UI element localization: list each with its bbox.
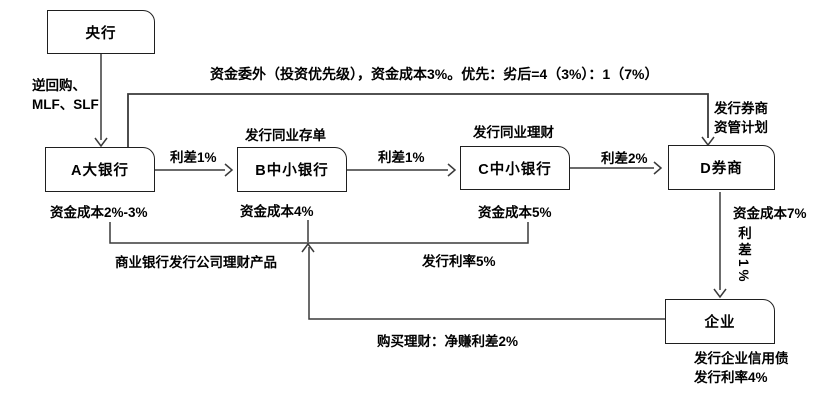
edge-bank-c-to-broker-d (570, 161, 663, 175)
label-cost-b: 资金成本4% (240, 204, 314, 219)
edge-bank-a-entrust-to-broker-d (127, 93, 715, 147)
node-bank-c-label: C中小银行 (478, 161, 552, 178)
label-broker-plan-line1: 发行券商 (714, 101, 768, 116)
node-bank-b-label: B中小银行 (255, 163, 329, 179)
label-corp-bond-line1: 发行企业信用债 (694, 351, 789, 366)
label-broker-plan: 发行券商 资管计划 (714, 99, 768, 137)
label-cost-d: 资金成本7% (733, 206, 807, 221)
label-corp-bond-line2: 发行利率4% (694, 370, 768, 385)
label-spread-ab: 利差1% (170, 150, 217, 165)
edge-central-bank-to-bank-a (94, 54, 108, 148)
node-central-bank-label: 央行 (85, 25, 117, 42)
edge-broker-d-to-enterprise (713, 192, 727, 299)
label-issue-interbank-wmp: 发行同业理财 (473, 125, 554, 140)
label-buy-wmp: 购买理财：净赚利差2% (377, 334, 519, 349)
node-bank-a: A大银行 (45, 147, 155, 192)
label-corp-bond: 发行企业信用债 发行利率4% (694, 349, 789, 387)
label-spread-cd: 利差2% (601, 151, 648, 166)
node-broker-d: D券商 (668, 145, 775, 190)
edge-enterprise-to-bank-b (301, 242, 665, 320)
label-pboc-tools: 逆回购、 MLF、SLF (32, 76, 99, 114)
label-cost-c: 资金成本5% (478, 205, 552, 220)
node-enterprise: 企业 (665, 299, 775, 344)
edge-cost-rail-a-to-c (109, 222, 529, 244)
node-bank-b: B中小银行 (237, 147, 347, 192)
node-broker-d-label: D券商 (700, 161, 743, 177)
label-broker-plan-line2: 资管计划 (714, 120, 768, 135)
label-corp-wmp-issue: 商业银行发行公司理财产品 (115, 255, 277, 270)
label-cost-a: 资金成本2%-3% (50, 205, 148, 220)
edge-bank-b-to-bank-c (347, 163, 457, 177)
edge-bank-a-to-bank-b (155, 163, 234, 177)
label-spread-d-enterprise: 利差1% (736, 226, 751, 285)
label-issue-rate-5: 发行利率5% (422, 254, 496, 269)
label-pboc-tools-line2: MLF、SLF (32, 97, 99, 112)
label-entrust-line: 资金委外（投资优先级），资金成本3%。优先：劣后=4（3%）：1（7%） (210, 66, 659, 82)
label-pboc-tools-line1: 逆回购、 (32, 78, 86, 93)
node-bank-a-label: A大银行 (71, 163, 129, 179)
node-bank-c: C中小银行 (460, 146, 570, 190)
node-enterprise-label: 企业 (704, 315, 736, 331)
node-central-bank: 央行 (47, 10, 155, 54)
label-spread-bc: 利差1% (378, 150, 425, 165)
label-issue-ncd: 发行同业存单 (245, 128, 326, 143)
